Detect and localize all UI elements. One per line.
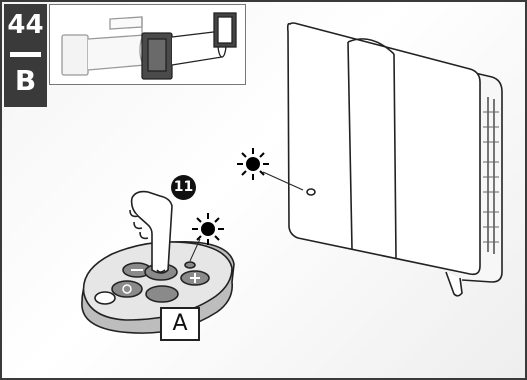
inset-panel: [49, 4, 246, 85]
ventilation-unit-inset: [50, 5, 245, 84]
remote-label: A: [160, 307, 200, 341]
step-badge: 44 B: [4, 4, 47, 107]
wall-ventilation-unit: [288, 23, 502, 296]
step-number: 44: [4, 10, 47, 40]
step-letter: B: [4, 64, 47, 98]
step-divider: [10, 52, 41, 57]
step-marker: 11: [171, 175, 196, 200]
